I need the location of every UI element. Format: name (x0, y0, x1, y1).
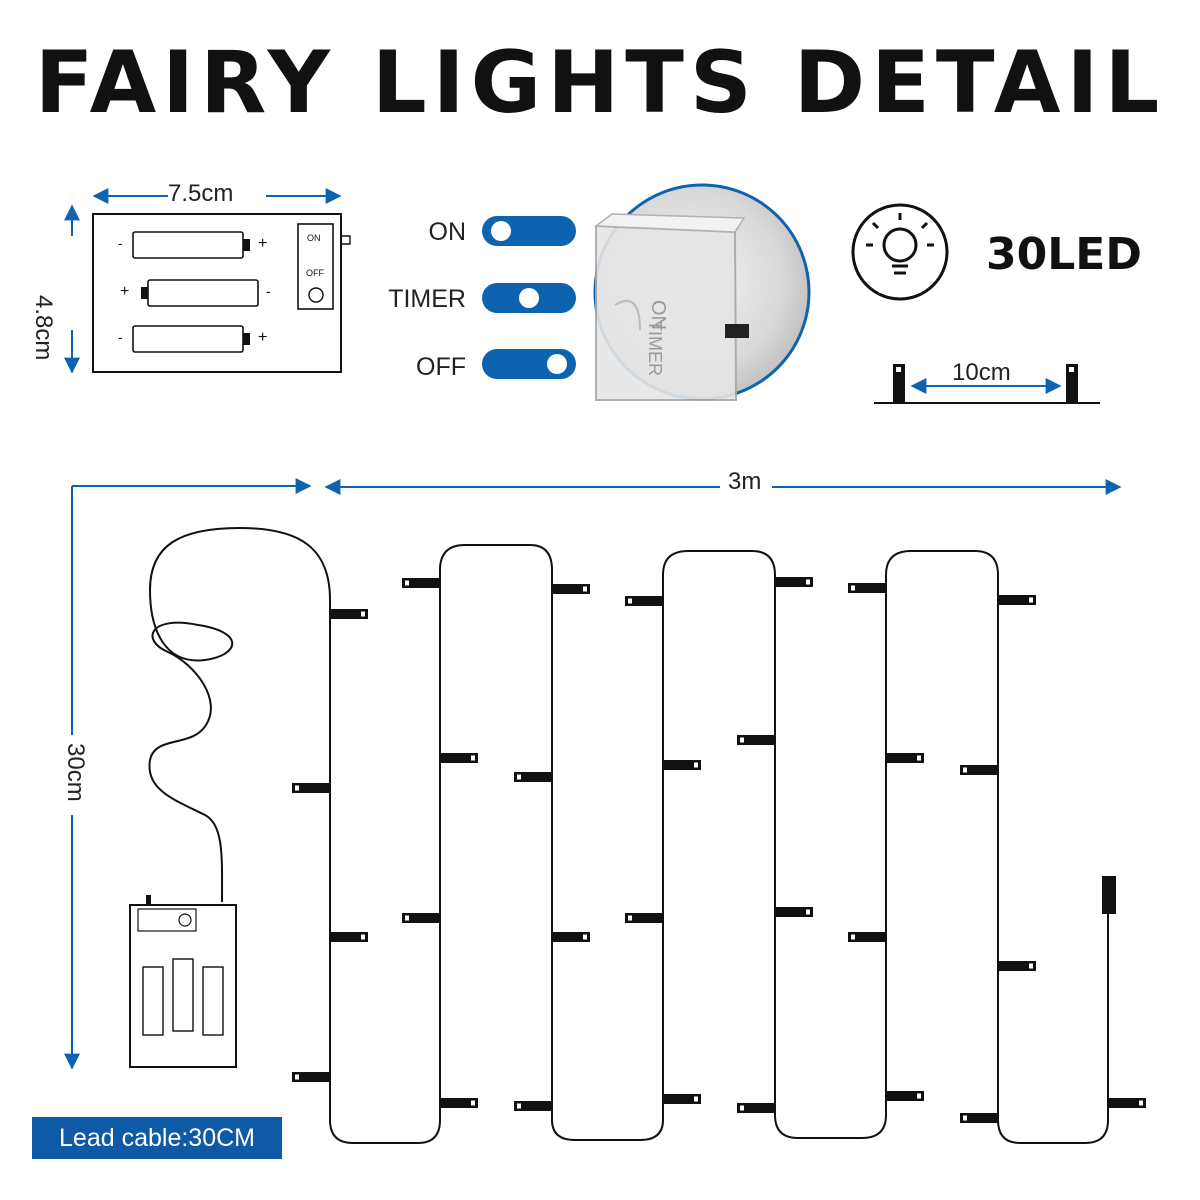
string-dimensions (64, 478, 1122, 1070)
led-node (737, 1103, 775, 1113)
led-node (552, 584, 590, 594)
led-node-lens (471, 1100, 475, 1106)
battery-3-plus: + (258, 329, 268, 346)
led-spacing-diagram (874, 364, 1100, 404)
led-nodes (292, 577, 1146, 1123)
led-node (330, 932, 368, 942)
led-node-lens (740, 1105, 744, 1111)
led-node-lens (963, 767, 967, 773)
drop-length-label: 30cm (62, 743, 89, 802)
led-node-lens (917, 1093, 921, 1099)
led-node-lens (740, 737, 744, 743)
led-node (1108, 1098, 1146, 1108)
page-title: FAIRY LIGHTS DETAIL (34, 33, 1166, 133)
led-node-lens (694, 1096, 698, 1102)
mode-off-label: OFF (416, 353, 466, 381)
mode-on-toggle (482, 216, 576, 246)
mode-off-toggle (482, 349, 576, 379)
led-node (848, 583, 886, 593)
led-node-lens (851, 934, 855, 940)
led-node-lens (583, 934, 587, 940)
led-node-lens (1029, 597, 1033, 603)
led-node (440, 753, 478, 763)
string-length-label: 3m (728, 468, 762, 495)
led-node (663, 760, 701, 770)
battery-3-minus: - (118, 329, 123, 345)
led-node-lens (295, 785, 299, 791)
led-node-lens (806, 909, 810, 915)
led-node-lens (917, 755, 921, 761)
led-node (514, 1101, 552, 1111)
lead-cable (148, 526, 331, 903)
led-node-lens (806, 579, 810, 585)
battery-2-minus: - (266, 283, 271, 299)
led-node-lens (583, 586, 587, 592)
battery-box-diagram (92, 213, 351, 373)
led-node (998, 595, 1036, 605)
led-node-lens (517, 1103, 521, 1109)
battery-2-plus: + (120, 283, 130, 300)
battery-width-label: 7.5cm (168, 180, 234, 207)
led-node (886, 753, 924, 763)
led-node-lens (405, 580, 409, 586)
led-node (960, 1113, 998, 1123)
led-node (775, 907, 813, 917)
light-strands (329, 544, 1109, 1144)
light-bulb-icon (851, 203, 949, 301)
led-node (848, 932, 886, 942)
led-node-lens (694, 762, 698, 768)
battery-1-minus: - (118, 235, 123, 251)
lead-cable-badge: Lead cable:30CM (32, 1117, 282, 1159)
led-node (625, 913, 663, 923)
led-count-label: 30LED (986, 229, 1142, 280)
led-node-lens (1139, 1100, 1143, 1106)
led-node-lens (963, 1115, 967, 1121)
mode-timer-toggle (482, 283, 576, 313)
led-node (330, 609, 368, 619)
led-end-node (1102, 876, 1116, 914)
led-node (440, 1098, 478, 1108)
battery-height-label: 4.8cm (30, 295, 57, 361)
led-node (402, 578, 440, 588)
switch-zoom-view (593, 183, 811, 401)
zoom-timer-label: TIMER (645, 320, 665, 376)
led-node-lens (517, 774, 521, 780)
led-node-lens (361, 934, 365, 940)
led-node-lens (1029, 963, 1033, 969)
battery-1-plus: + (258, 235, 268, 252)
mode-on-label: ON (428, 218, 467, 246)
box-switch-off-label: OFF (306, 268, 324, 278)
led-node (292, 783, 330, 793)
led-node-lens (405, 915, 409, 921)
led-node-lens (295, 1074, 299, 1080)
led-node-lens (471, 755, 475, 761)
led-node (775, 577, 813, 587)
led-node (737, 735, 775, 745)
led-node (625, 596, 663, 606)
led-node (886, 1091, 924, 1101)
box-switch-on-label: ON (307, 233, 321, 243)
led-node-lens (628, 598, 632, 604)
led-node (998, 961, 1036, 971)
mode-timer-label: TIMER (388, 285, 466, 313)
led-node (552, 932, 590, 942)
led-spacing-label: 10cm (952, 359, 1011, 386)
led-node (514, 772, 552, 782)
led-node (960, 765, 998, 775)
led-node (292, 1072, 330, 1082)
led-node-lens (851, 585, 855, 591)
led-node (663, 1094, 701, 1104)
battery-pack-front (129, 895, 237, 1068)
led-node (402, 913, 440, 923)
led-node-lens (361, 611, 365, 617)
battery-box-dimensions (64, 188, 342, 374)
led-node-lens (628, 915, 632, 921)
